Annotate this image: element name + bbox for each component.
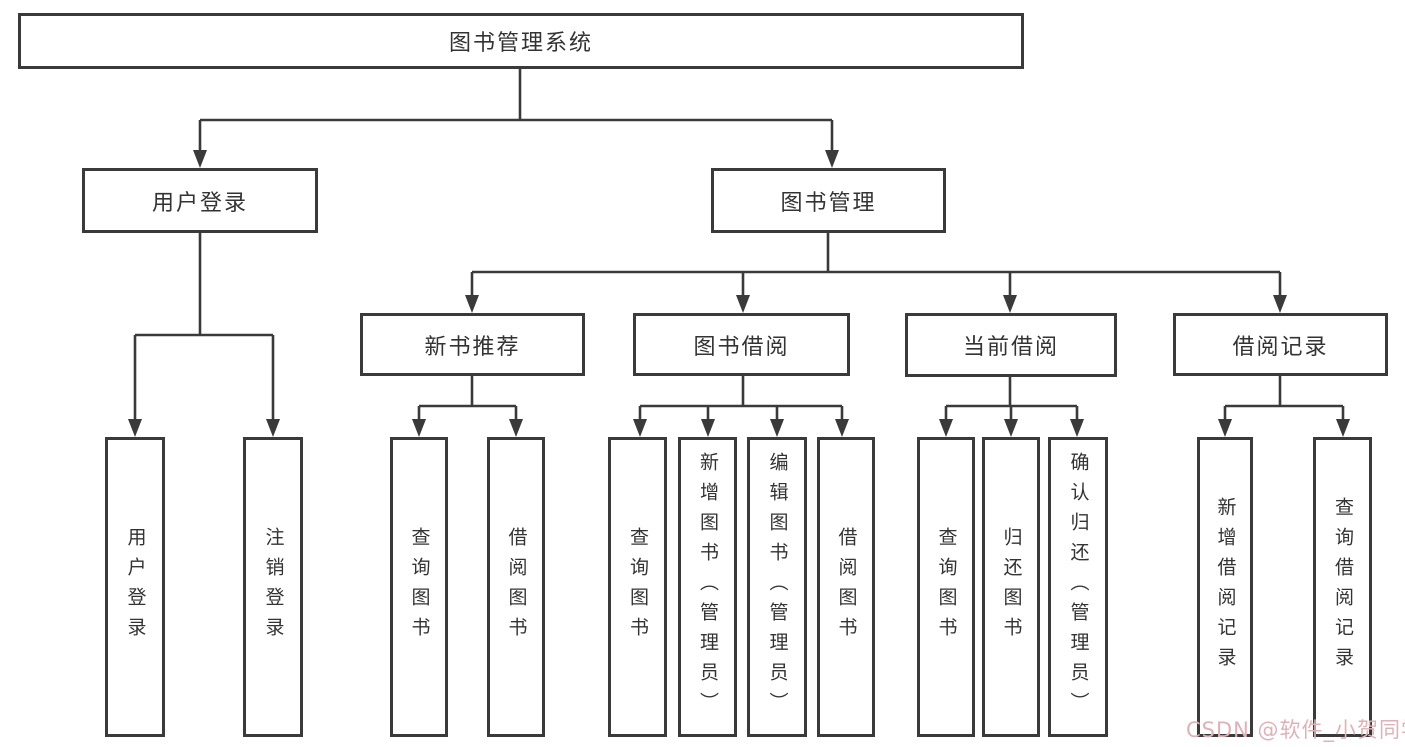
node-borrowing-edit-book-admin: 编辑图书（管理员）	[747, 437, 807, 737]
csdn-watermark: CSDN @软件_小贺同学	[1186, 718, 1405, 742]
leaf-label: 用户登录	[124, 527, 147, 647]
node-recommend-borrow-book: 借阅图书	[487, 437, 545, 737]
arrowheads	[128, 150, 1350, 437]
leaf-label: 新增图书（管理员）	[697, 452, 719, 722]
node-borrowing-borrow-book: 借阅图书	[817, 437, 875, 737]
node-records-query-record: 查询借阅记录	[1313, 437, 1372, 737]
node-book-borrowing: 图书借阅	[633, 313, 850, 376]
leaf-label: 注销登录	[262, 527, 285, 647]
node-book-management: 图书管理	[711, 168, 946, 233]
leaf-label: 查询图书	[627, 527, 649, 647]
node-leaf-user-login: 用户登录	[105, 437, 165, 737]
leaf-label: 新增借阅记录	[1214, 497, 1237, 677]
node-new-book-recommend: 新书推荐	[360, 313, 585, 376]
leaf-label: 借阅图书	[835, 527, 858, 647]
node-library-management-system: 图书管理系统	[18, 13, 1024, 69]
node-current-borrowing: 当前借阅	[905, 313, 1117, 377]
leaf-label: 查询图书	[408, 527, 431, 647]
node-borrowing-records: 借阅记录	[1173, 313, 1388, 376]
node-recommend-query-book: 查询图书	[390, 437, 448, 737]
leaf-label: 确认归还（管理员）	[1067, 452, 1090, 722]
leaf-label: 查询图书	[935, 527, 958, 647]
node-current-return-book: 归还图书	[982, 437, 1040, 737]
node-borrowing-add-book-admin: 新增图书（管理员）	[678, 437, 737, 737]
leaf-label: 查询借阅记录	[1332, 497, 1354, 677]
leaf-label: 借阅图书	[505, 527, 528, 647]
node-current-query-book: 查询图书	[917, 437, 975, 737]
node-borrowing-query-book: 查询图书	[608, 437, 667, 737]
node-leaf-logout-login: 注销登录	[243, 437, 303, 737]
leaf-label: 编辑图书（管理员）	[766, 452, 789, 722]
node-user-login: 用户登录	[82, 168, 318, 233]
node-records-add-record: 新增借阅记录	[1197, 437, 1253, 737]
leaf-label: 归还图书	[1000, 527, 1023, 647]
node-current-confirm-return-admin: 确认归还（管理员）	[1048, 437, 1108, 737]
